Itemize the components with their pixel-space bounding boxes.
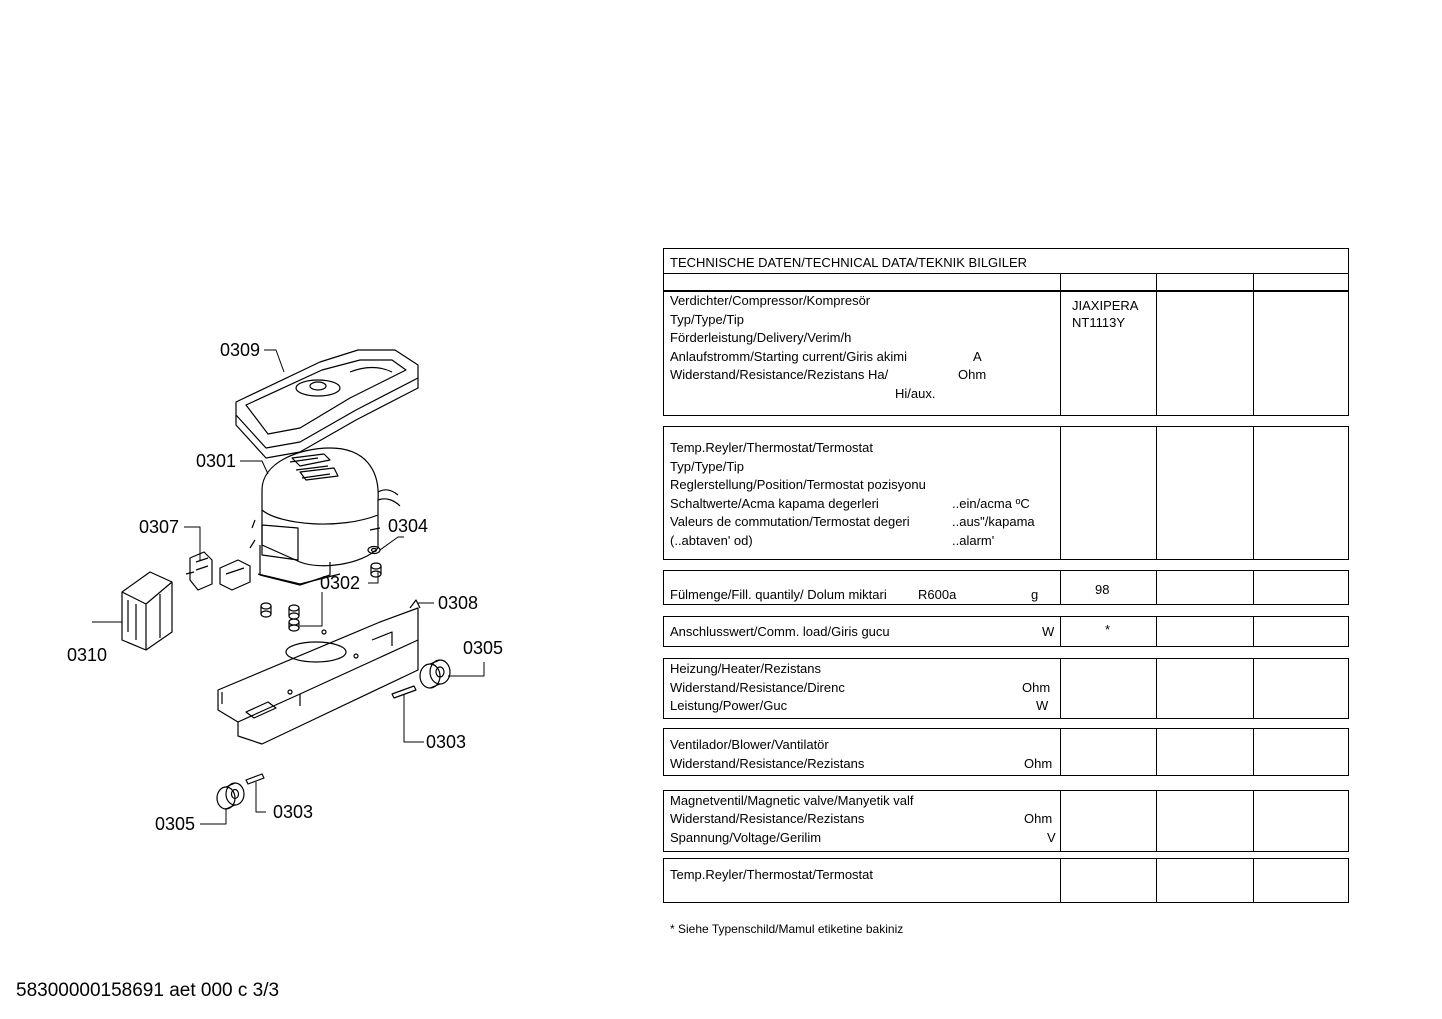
- section-comm-load: Anschlusswert/Comm. load/Giris gucu W *: [663, 616, 1349, 647]
- compressor-line: Typ/Type/Tip: [670, 312, 744, 327]
- valve-line: Spannung/Voltage/Gerilim: [670, 830, 822, 845]
- thermostat-sub: ..alarm': [952, 533, 995, 548]
- load-unit: W: [1042, 624, 1055, 639]
- part-label-0308: 0308: [438, 593, 479, 613]
- parts-drawing: [92, 349, 485, 825]
- part-0301-compressor: [249, 447, 401, 586]
- thermostat-line: Typ/Type/Tip: [670, 459, 744, 474]
- thermostat-sub: ..ein/acma ºC: [952, 496, 1030, 511]
- fill-value: 98: [1095, 582, 1110, 597]
- part-label-0305: 0305: [463, 638, 504, 658]
- heater-line: Widerstand/Resistance/Direnc: [670, 680, 845, 695]
- part-label-0309: 0309: [220, 340, 261, 360]
- footnote: * Siehe Typenschild/Mamul etiketine baki…: [670, 922, 904, 936]
- compressor-line: Anlaufstromm/Starting current/Giris akim…: [670, 349, 907, 364]
- part-label-0303: 0303: [426, 732, 467, 752]
- part-0302-bushes: [260, 562, 382, 632]
- exploded-parts-diagram: 0309 0301 0307 0304 0302 0308 0310 0305 …: [0, 0, 640, 900]
- blower-line: Widerstand/Resistance/Rezistans: [670, 756, 865, 771]
- thermostat-sub: ..aus"/kapama: [952, 514, 1035, 529]
- section-heater: Heizung/Heater/Rezistans Widerstand/Resi…: [663, 658, 1349, 719]
- part-label-0304: 0304: [388, 516, 429, 536]
- heater-line: Heizung/Heater/Rezistans: [670, 661, 822, 676]
- section-thermostat-2: Temp.Reyler/Thermostat/Termostat: [663, 858, 1349, 903]
- part-0304-grommet: [367, 545, 381, 555]
- compressor-line: Hi/aux.: [895, 386, 936, 401]
- part-label-0302: 0302: [320, 573, 361, 593]
- part-0310-cover: [121, 571, 173, 651]
- heater-unit: Ohm: [1022, 680, 1051, 695]
- thermostat-line: Temp.Reyler/Thermostat/Termostat: [670, 440, 874, 455]
- load-value: *: [1105, 622, 1111, 637]
- thermostat-line: Schaltwerte/Acma kapama degerleri: [670, 496, 879, 511]
- part-label-0303-lower: 0303: [273, 802, 314, 822]
- thermostat-line: Valeurs de commutation/Termostat degeri: [670, 514, 910, 529]
- section-thermostat: Temp.Reyler/Thermostat/Termostat Typ/Typ…: [663, 426, 1349, 560]
- valve-line: Widerstand/Resistance/Rezistans: [670, 811, 865, 826]
- table-title: TECHNISCHE DATEN/TECHNICAL DATA/TEKNIK B…: [670, 255, 1028, 270]
- thermostat2-label: Temp.Reyler/Thermostat/Termostat: [670, 867, 874, 882]
- compressor-value: NT1113Y: [1072, 315, 1125, 330]
- leader-lines: [92, 349, 485, 825]
- part-0308-base-plate: [217, 599, 421, 745]
- section-magnetic-valve: Magnetventil/Magnetic valve/Manyetik val…: [663, 790, 1349, 852]
- blower-unit: Ohm: [1024, 756, 1053, 771]
- document-code: 58300000158691 aet 000 c 3/3: [16, 980, 280, 1001]
- blower-line: Ventilador/Blower/Vantilatör: [670, 737, 829, 752]
- heater-unit: W: [1036, 698, 1049, 713]
- thermostat-line: Reglerstellung/Position/Termostat pozisy…: [670, 477, 926, 492]
- section-blower: Ventilador/Blower/Vantilatör Widerstand/…: [663, 728, 1349, 776]
- unit-resistance: Ohm: [958, 367, 987, 382]
- valve-line: Magnetventil/Magnetic valve/Manyetik val…: [670, 793, 914, 808]
- section-fill-quantity: Fülmenge/Fill. quantily/ Dolum miktari R…: [663, 570, 1349, 605]
- compressor-value: JIAXIPERA: [1072, 298, 1139, 313]
- fill-unit: g: [1031, 587, 1039, 602]
- part-label-0310: 0310: [67, 645, 108, 665]
- table-title-box: TECHNISCHE DATEN/TECHNICAL DATA/TEKNIK B…: [663, 248, 1349, 274]
- table-header-row: [663, 274, 1349, 291]
- compressor-line: Förderleistung/Delivery/Verim/h: [670, 330, 852, 345]
- fill-label: Fülmenge/Fill. quantily/ Dolum miktari: [670, 587, 887, 602]
- valve-unit: Ohm: [1024, 811, 1053, 826]
- compressor-line: Widerstand/Resistance/Rezistans Ha/: [670, 367, 889, 382]
- valve-unit: V: [1047, 830, 1056, 845]
- part-0303-pin: [245, 685, 417, 785]
- part-label-0305-lower: 0305: [155, 814, 196, 834]
- unit-current: A: [973, 349, 982, 364]
- compressor-line: Verdichter/Compressor/Kompresör: [670, 293, 871, 308]
- part-0305-rotor: [216, 659, 451, 810]
- part-0307-relay: [185, 551, 251, 591]
- part-0309-tray: [235, 349, 419, 459]
- fill-refrigerant: R600a: [918, 587, 957, 602]
- load-label: Anschlusswert/Comm. load/Giris gucu: [670, 624, 890, 639]
- part-label-0307: 0307: [139, 517, 180, 537]
- section-compressor: Verdichter/Compressor/Kompresör Typ/Type…: [663, 291, 1349, 416]
- heater-line: Leistung/Power/Guc: [670, 698, 788, 713]
- part-label-0301: 0301: [196, 451, 237, 471]
- thermostat-line: (..abtaven' od): [670, 533, 753, 548]
